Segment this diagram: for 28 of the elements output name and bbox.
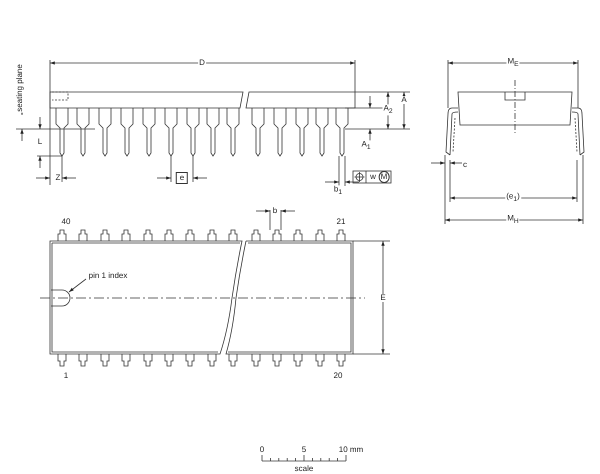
pin-number: 20 — [332, 372, 344, 380]
pin-number: 21 — [336, 218, 346, 226]
dimension-label: L — [36, 138, 44, 146]
tolerance-value: w — [369, 173, 377, 181]
dimension-label: A$_{2}$ — [382, 104, 394, 116]
scale-value: 5 — [300, 446, 308, 454]
pin-number: 1 — [62, 372, 70, 380]
dimension-label: Z — [54, 174, 62, 182]
leader-line — [68, 278, 86, 292]
scale-caption: scale — [294, 465, 314, 473]
scale-value: 0 — [258, 446, 266, 454]
dimension-label: e — [176, 172, 188, 184]
scale-value: 10 mm — [338, 446, 364, 454]
dimension-label: b — [272, 207, 278, 215]
pin-1-notch — [50, 290, 70, 306]
pin-number: 40 — [60, 218, 72, 226]
dimension-label: seating plane — [16, 63, 24, 113]
dimension-label: E — [379, 294, 387, 302]
dimension-label: D — [198, 59, 206, 67]
callout-text: pin 1 index — [88, 272, 128, 280]
dimension-label: b$_{1}$ — [332, 185, 344, 197]
dimension-label: M$_{H}$ — [506, 214, 520, 226]
dimension-label: A — [400, 96, 408, 104]
dimension-label: M$_{E}$ — [506, 57, 520, 69]
modifier-symbol: M — [378, 171, 390, 183]
dimension-label: c — [462, 161, 468, 169]
dimension-label: A$_{1}$ — [360, 140, 372, 152]
dimension-label: (e$_{1}$) — [505, 192, 521, 204]
